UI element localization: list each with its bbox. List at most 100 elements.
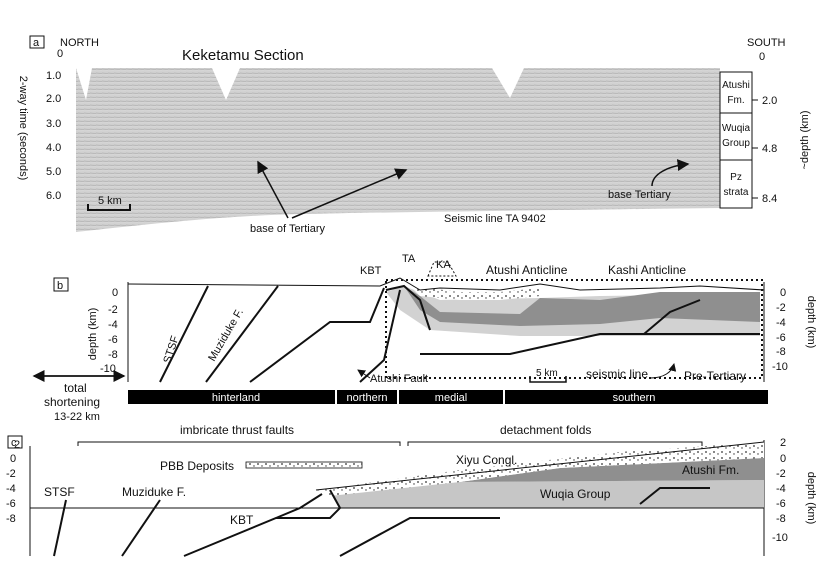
c-stsf-fault bbox=[53, 499, 67, 557]
b-axis-title-left: depth (km) bbox=[87, 308, 99, 361]
c-wuqia-label: Wuqia Group bbox=[540, 487, 611, 501]
zone-medial: medial bbox=[435, 392, 467, 404]
b-tick-left: 0 bbox=[112, 287, 118, 299]
c-stsf-label: STSF bbox=[44, 485, 75, 499]
b-tick-left: -10 bbox=[100, 363, 116, 375]
unit-atushi-1: Atushi bbox=[722, 80, 750, 91]
c-tick-left: 2 bbox=[14, 439, 20, 451]
zone-bar bbox=[128, 390, 768, 404]
shortening-label: shortening bbox=[44, 395, 100, 409]
depth-tick: 8.4 bbox=[762, 193, 777, 205]
panel-b-label-box bbox=[53, 277, 69, 292]
b-kbt-fault bbox=[359, 289, 401, 383]
base-of-tertiary-label: base of Tertiary bbox=[250, 223, 326, 235]
time-tick: 6.0 bbox=[46, 190, 61, 202]
arrow-base-tertiary-1 bbox=[257, 160, 289, 219]
b-ka-label: KA bbox=[436, 259, 451, 271]
depth-axis-title: ~depth (km) bbox=[799, 111, 811, 170]
panel-c: c 2 0 -2 -4 -6 -8 2 0 -2 -4 -6 -8 -10 de… bbox=[6, 423, 817, 557]
zone-hinterland: hinterland bbox=[212, 392, 260, 404]
time-tick: 3.0 bbox=[46, 118, 61, 130]
b-tick-right: -6 bbox=[776, 332, 786, 344]
c-axis-title: depth (km) bbox=[805, 472, 817, 525]
b-atushi-layer bbox=[404, 286, 760, 326]
c-pbb-label: PBB Deposits bbox=[160, 459, 234, 473]
b-tick-right: -10 bbox=[772, 361, 788, 373]
unit-pz-1: Pz bbox=[730, 172, 742, 183]
seismic-image bbox=[76, 68, 720, 232]
b-thrust-1 bbox=[249, 287, 385, 383]
b-tick-left: -8 bbox=[108, 349, 118, 361]
b-tick-right: -4 bbox=[776, 317, 786, 329]
b-stsf-label: STSF bbox=[161, 334, 181, 365]
depth-tick: 2.0 bbox=[762, 95, 777, 107]
c-tick-right: 2 bbox=[780, 437, 786, 449]
time-ticks: 1.0 2.0 3.0 4.0 5.0 6.0 bbox=[46, 70, 61, 202]
c-thrust-4 bbox=[639, 487, 710, 505]
b-tick-left: -6 bbox=[108, 334, 118, 346]
south-label: SOUTH bbox=[747, 37, 786, 49]
time-tick: 2.0 bbox=[46, 93, 61, 105]
c-tick-left: -2 bbox=[6, 468, 16, 480]
zone-southern: southern bbox=[613, 392, 656, 404]
c-muziduke-label: Muziduke F. bbox=[122, 485, 186, 499]
b-tick-right: 0 bbox=[780, 287, 786, 299]
c-tick-right: 0 bbox=[780, 453, 786, 465]
c-xiyu-layer bbox=[316, 442, 764, 496]
b-kbt-label: KBT bbox=[360, 265, 382, 277]
c-tick-right: -4 bbox=[776, 483, 786, 495]
zero-left: 0 bbox=[57, 48, 63, 60]
time-tick: 5.0 bbox=[46, 166, 61, 178]
b-muziduke-fault bbox=[205, 285, 279, 383]
b-seismic-box bbox=[385, 279, 763, 379]
unit-pz-2: strata bbox=[723, 187, 748, 198]
b-stsf-fault bbox=[159, 285, 209, 383]
depth-tick: 4.8 bbox=[762, 143, 777, 155]
arrow-base-tertiary-2 bbox=[291, 168, 408, 219]
zone-northern: northern bbox=[347, 392, 388, 404]
b-seismic-line-label: seismic line bbox=[586, 367, 648, 381]
c-tick-right: -10 bbox=[772, 532, 788, 544]
c-imbricate-brace bbox=[77, 441, 401, 446]
scale-bar bbox=[87, 204, 131, 211]
total-label: total bbox=[64, 381, 87, 395]
c-tick-right: -6 bbox=[776, 498, 786, 510]
c-thrust-2 bbox=[275, 493, 323, 519]
b-ka-outline bbox=[427, 261, 457, 277]
b-atushi-fault-arrow bbox=[357, 369, 371, 379]
c-wuqia-layer bbox=[330, 480, 764, 508]
seismic-line-label: Seismic line TA 9402 bbox=[444, 213, 546, 225]
panel-a-label-box bbox=[29, 35, 45, 49]
c-atushi-layer bbox=[460, 458, 764, 482]
b-tick-left: -2 bbox=[108, 304, 118, 316]
time-axis-title: 2-way time (seconds) bbox=[17, 76, 29, 181]
b-atushi-fault-label: Atushi Fault bbox=[370, 373, 428, 385]
b-scale-bar bbox=[529, 376, 567, 383]
c-tick-left: -8 bbox=[6, 513, 16, 525]
c-pbb-deposits bbox=[245, 461, 363, 469]
c-kbt-fault bbox=[183, 489, 342, 557]
seismic-notch-3 bbox=[492, 68, 524, 98]
shortening-value: 13-22 km bbox=[54, 411, 100, 423]
b-ka-fault bbox=[385, 284, 431, 331]
b-xiyu-congl bbox=[410, 286, 540, 300]
b-scale-bar-label: 5 km bbox=[536, 368, 558, 379]
b-ta-label: TA bbox=[402, 253, 416, 265]
c-atushi-fm-label: Atushi Fm. bbox=[682, 463, 739, 477]
b-kashi-fault bbox=[643, 299, 701, 335]
c-thrust-3 bbox=[339, 517, 500, 557]
b-tick-left: -4 bbox=[108, 319, 118, 331]
seismic-notch-2 bbox=[212, 68, 240, 100]
b-tick-right: -8 bbox=[776, 346, 786, 358]
base-tertiary-label: base Tertiary bbox=[608, 189, 671, 201]
time-tick: 4.0 bbox=[46, 142, 61, 154]
c-tick-left: -4 bbox=[6, 483, 16, 495]
b-kashi-anticline-label: Kashi Anticline bbox=[608, 263, 686, 277]
c-tick-right: -8 bbox=[776, 513, 786, 525]
north-label: NORTH bbox=[60, 37, 99, 49]
unit-wuqia-2: Group bbox=[722, 138, 750, 149]
panel-c-label-box bbox=[7, 435, 23, 449]
panel-a-label: a bbox=[33, 37, 40, 49]
strat-column: Atushi Fm. Wuqia Group Pz strata bbox=[719, 71, 753, 209]
